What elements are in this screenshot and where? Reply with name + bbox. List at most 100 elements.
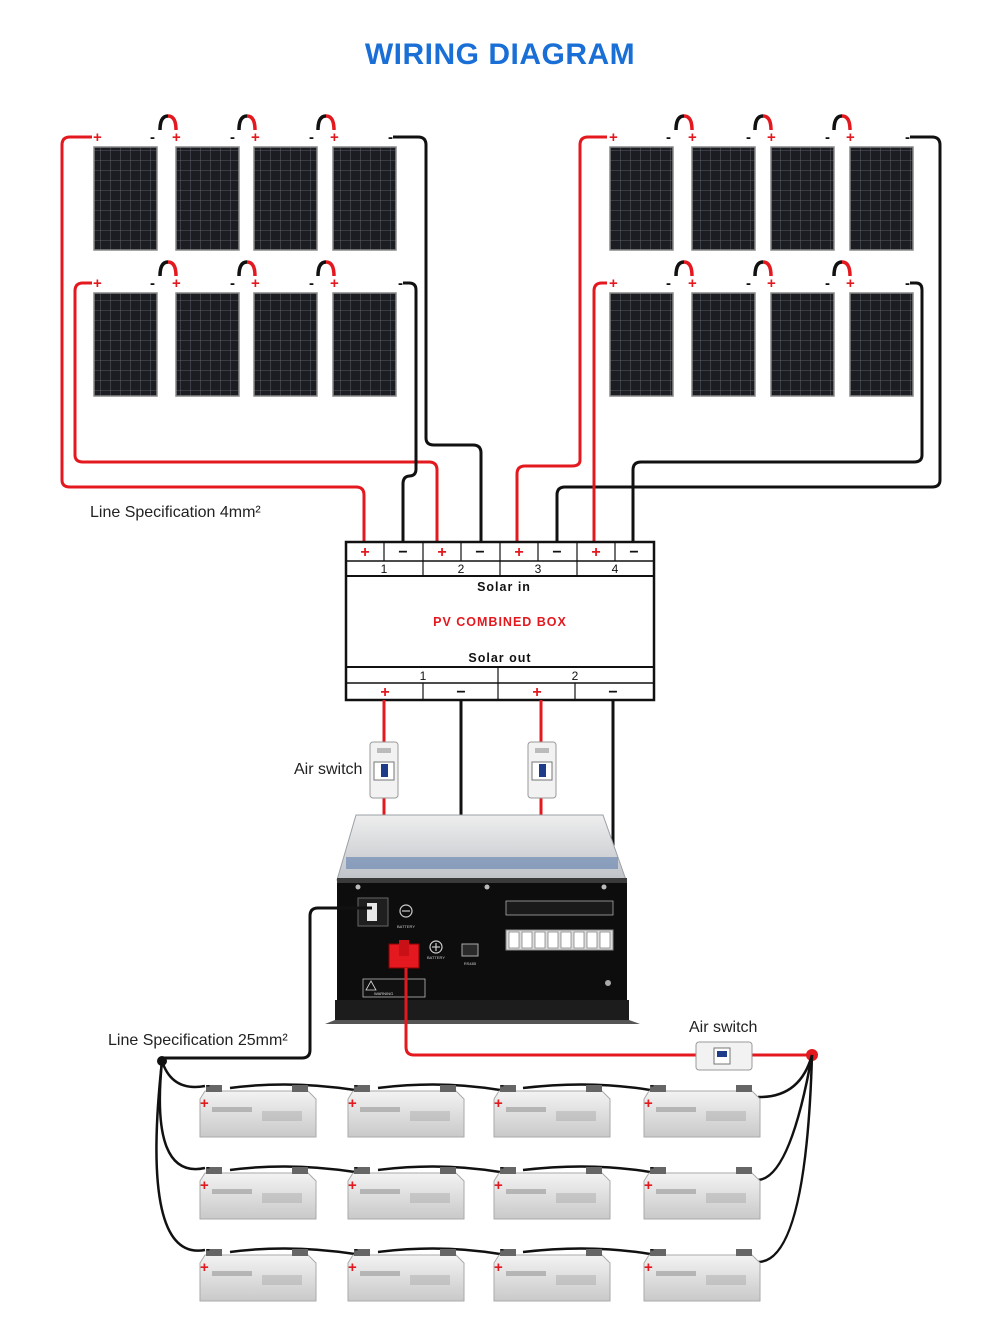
svg-text:+: + xyxy=(251,129,260,146)
combiner-plus-4: + xyxy=(591,544,600,561)
svg-text:+: + xyxy=(330,129,339,146)
svg-text:+: + xyxy=(172,129,181,146)
pv-combiner-box: + − + − + − + − 1 2 3 4 Solar in PV COMB… xyxy=(344,540,656,702)
string-wires xyxy=(60,135,942,544)
svg-text:-: - xyxy=(398,275,403,292)
battery: + - xyxy=(643,1242,761,1302)
battery-negative-icon xyxy=(399,904,413,918)
combiner-out-minus-1: − xyxy=(456,684,465,701)
solar-panel xyxy=(332,146,397,251)
inverter: BATTERY BATTERY RS485 WARNING xyxy=(325,814,640,1024)
solar-panel xyxy=(691,146,756,251)
solar-panel xyxy=(93,292,158,397)
svg-text:-: - xyxy=(666,275,671,292)
solar-panel xyxy=(332,292,397,397)
svg-text:-: - xyxy=(825,275,830,292)
svg-text:+: + xyxy=(494,1095,503,1112)
line-spec-25mm-label: Line Specification 25mm² xyxy=(108,1032,288,1049)
svg-text:+: + xyxy=(767,275,776,292)
combiner-plus-2: + xyxy=(437,544,446,561)
svg-text:+: + xyxy=(172,275,181,292)
battery: + - xyxy=(347,1242,465,1302)
battery: + - xyxy=(347,1078,465,1138)
svg-text:+: + xyxy=(348,1095,357,1112)
svg-text:-: - xyxy=(230,275,235,292)
svg-text:-: - xyxy=(354,1078,358,1092)
svg-text:-: - xyxy=(746,129,751,146)
combiner-minus-1: − xyxy=(398,544,407,561)
rs485-port-label: RS485 xyxy=(464,961,477,966)
battery: + - xyxy=(199,1160,317,1220)
combiner-input-number: 2 xyxy=(458,562,465,576)
svg-text:-: - xyxy=(309,275,314,292)
combiner-out-minus-2: − xyxy=(608,684,617,701)
battery-bank-wires xyxy=(155,1054,814,1264)
solar-panel xyxy=(770,292,835,397)
battery: + - xyxy=(493,1078,611,1138)
combiner-input-number: 4 xyxy=(612,562,619,576)
combiner-output-number: 1 xyxy=(420,669,427,683)
air-switch-pv-1 xyxy=(369,741,399,799)
combiner-minus-4: − xyxy=(629,544,638,561)
line-spec-4mm-label: Line Specification 4mm² xyxy=(90,504,261,521)
svg-text:+: + xyxy=(609,275,618,292)
svg-text:-: - xyxy=(905,275,910,292)
battery: + - xyxy=(347,1160,465,1220)
svg-text:-: - xyxy=(500,1242,504,1256)
warning-label: WARNING xyxy=(374,991,393,996)
air-switch-battery xyxy=(695,1041,753,1071)
battery: + - xyxy=(643,1078,761,1138)
air-switch-label-pv: Air switch xyxy=(294,761,363,778)
svg-text:+: + xyxy=(330,275,339,292)
solar-out-label: Solar out xyxy=(468,651,531,665)
combiner-plus-3: + xyxy=(514,544,523,561)
combiner-out-plus-2: + xyxy=(532,684,541,701)
svg-text:-: - xyxy=(666,129,671,146)
combiner-output-number: 2 xyxy=(572,669,579,683)
diagram-title: WIRING DIAGRAM xyxy=(364,38,636,71)
solar-panel xyxy=(253,146,318,251)
solar-panel xyxy=(770,146,835,251)
battery-neg-text: BATTERY xyxy=(397,924,415,929)
svg-text:-: - xyxy=(206,1242,210,1256)
svg-text:-: - xyxy=(500,1160,504,1174)
battery: + - xyxy=(493,1160,611,1220)
solar-panel xyxy=(849,146,914,251)
panel-jumpers xyxy=(158,114,852,277)
svg-text:-: - xyxy=(650,1242,654,1256)
svg-text:-: - xyxy=(150,129,155,146)
solar-panel xyxy=(175,292,240,397)
air-switch-label-battery: Air switch xyxy=(689,1019,758,1036)
battery-pos-text: BATTERY xyxy=(427,955,445,960)
svg-text:+: + xyxy=(348,1177,357,1194)
air-switch-pv-2 xyxy=(527,741,557,799)
svg-text:+: + xyxy=(688,275,697,292)
svg-text:-: - xyxy=(650,1160,654,1174)
combiner-plus-1: + xyxy=(360,544,369,561)
battery: + - xyxy=(199,1078,317,1138)
combiner-box-name: PV COMBINED BOX xyxy=(433,615,567,629)
svg-text:+: + xyxy=(644,1177,653,1194)
svg-text:+: + xyxy=(644,1095,653,1112)
svg-text:+: + xyxy=(93,129,102,146)
svg-text:-: - xyxy=(650,1078,654,1092)
combiner-input-number: 3 xyxy=(535,562,542,576)
solar-panels xyxy=(93,146,914,397)
battery-main-wires xyxy=(162,906,812,1060)
solar-panel xyxy=(609,146,674,251)
svg-text:-: - xyxy=(825,129,830,146)
solar-in-label: Solar in xyxy=(477,580,531,594)
svg-text:+: + xyxy=(251,275,260,292)
svg-text:+: + xyxy=(688,129,697,146)
combiner-out-plus-1: + xyxy=(380,684,389,701)
combiner-input-number: 1 xyxy=(381,562,388,576)
svg-text:-: - xyxy=(206,1160,210,1174)
solar-panel xyxy=(253,292,318,397)
svg-text:+: + xyxy=(767,129,776,146)
combiner-minus-3: − xyxy=(552,544,561,561)
solar-panel xyxy=(93,146,158,251)
combiner-minus-2: − xyxy=(475,544,484,561)
svg-text:+: + xyxy=(93,275,102,292)
